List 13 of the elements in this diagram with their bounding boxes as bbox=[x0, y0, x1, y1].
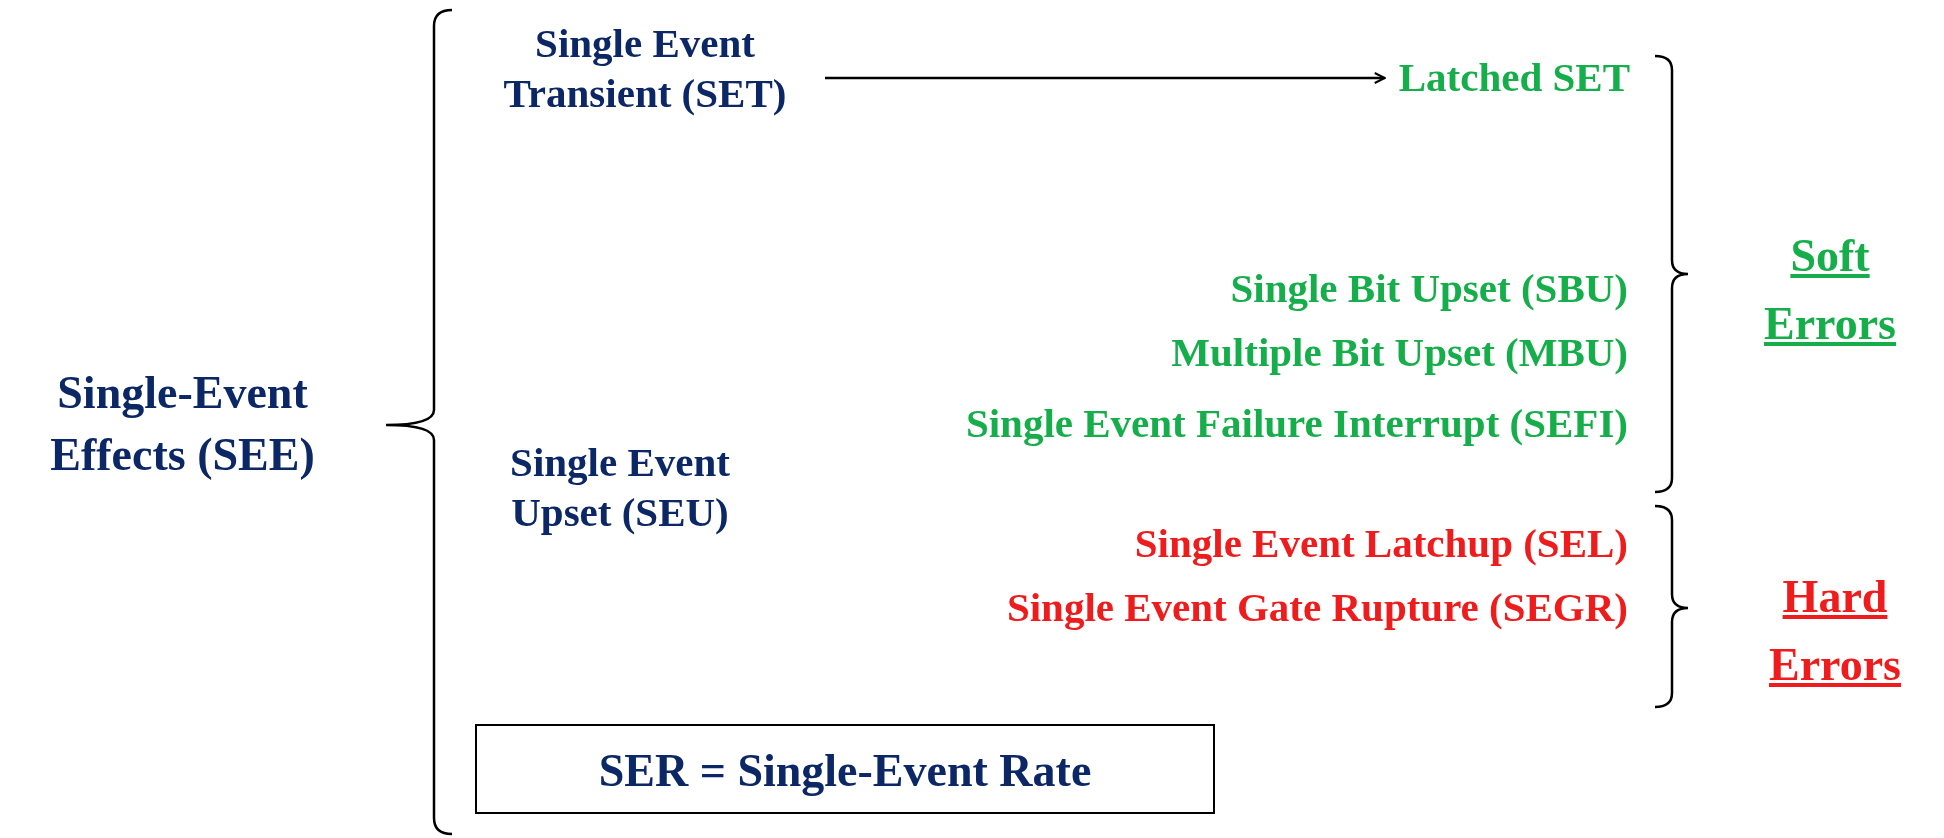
arrow bbox=[825, 72, 1386, 84]
effect-text: Multiple Bit Upset (MBU) bbox=[1170, 328, 1628, 377]
root-text: Single-Event Effects (SEE) bbox=[49, 366, 316, 482]
effect-text: Single Bit Upset (SBU) bbox=[1229, 264, 1628, 313]
effect-text: Single Event Gate Rupture (SEGR) bbox=[1005, 583, 1628, 632]
definition-box: SER = Single-Event Rate bbox=[475, 724, 1215, 814]
group-heading: Soft Errors bbox=[1763, 229, 1897, 351]
group-heading: Hard Errors bbox=[1768, 570, 1902, 692]
category-text: Single Event Upset (SEU) bbox=[509, 438, 731, 537]
effect-text: Single Event Failure Interrupt (SEFI) bbox=[964, 399, 1628, 448]
effect-text: Single Event Latchup (SEL) bbox=[1133, 519, 1628, 568]
node-text: Latched SET bbox=[1320, 52, 1630, 102]
node-text: Single Event Transient (SET) bbox=[455, 18, 835, 118]
